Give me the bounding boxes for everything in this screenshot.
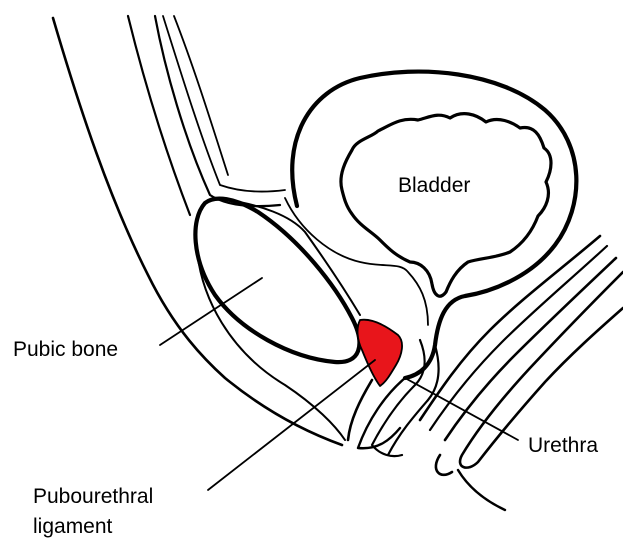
pubic-bone-outline — [195, 199, 359, 363]
posterior-strand-1 — [420, 236, 600, 420]
anal-canal — [458, 470, 505, 510]
label-pubic-bone: Pubic bone — [13, 338, 118, 361]
urethra-anterior-wall — [348, 380, 372, 440]
bladder-lumen — [341, 114, 551, 297]
label-pubourethral-line2: ligament — [33, 515, 113, 538]
posterior-loop — [436, 455, 452, 475]
label-pubourethral-line1: Pubourethral — [33, 485, 153, 508]
pubourethral-ligament-region — [358, 320, 403, 386]
lower-wall-inner-outline — [196, 232, 345, 440]
fascia-strand-4 — [174, 16, 228, 175]
label-urethra: Urethra — [528, 434, 598, 457]
label-bladder: Bladder — [398, 174, 470, 197]
